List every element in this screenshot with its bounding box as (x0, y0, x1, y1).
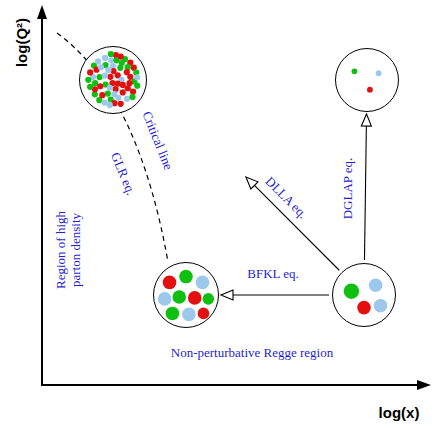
x-axis (41, 384, 420, 386)
evolution-arrow (361, 114, 371, 260)
arrow-line (364, 124, 366, 260)
parton-dot (130, 89, 136, 95)
parton-dot (129, 94, 135, 100)
parton-dot (87, 84, 93, 90)
parton-dot (98, 64, 104, 70)
parton-dot (96, 74, 102, 80)
parton-circle (335, 48, 399, 112)
parton-dot (166, 307, 180, 321)
axis-label: log(x) (379, 405, 420, 420)
parton-dot (188, 291, 202, 305)
parton-dot (95, 58, 101, 64)
parton-dot (115, 80, 121, 86)
parton-dot (119, 60, 125, 66)
region-label: Non-perturbative Regge region (171, 345, 333, 360)
parton-dot (196, 276, 210, 290)
parton-dot (126, 80, 132, 86)
parton-dot (344, 283, 360, 299)
y-axis (41, 16, 43, 386)
parton-dot (102, 73, 108, 79)
parton-dot (134, 74, 140, 80)
parton-dot (107, 85, 113, 91)
arrow-head (246, 177, 258, 189)
curve-label: GLR eq. (108, 149, 139, 196)
parton-dot (357, 301, 371, 315)
parton-dot (85, 77, 91, 83)
partons (154, 263, 218, 327)
parton-circle (153, 262, 219, 328)
parton-dot (198, 308, 210, 320)
parton-dot (99, 92, 105, 98)
arrow-line (231, 294, 329, 295)
evolution-arrow (221, 290, 329, 300)
parton-dot (92, 80, 98, 86)
y-axis-head (37, 5, 47, 19)
parton-dot (108, 51, 114, 57)
parton-dot (107, 102, 113, 108)
parton-dot (105, 90, 111, 96)
parton-dot (367, 87, 373, 93)
arrow-head (221, 290, 233, 300)
x-axis-head (417, 380, 431, 390)
parton-dot (158, 292, 172, 306)
axis-label: log(Q²) (15, 17, 30, 66)
parton-dot (97, 83, 103, 89)
parton-dot (124, 69, 130, 75)
parton-dot (134, 83, 140, 89)
parton-dot (102, 55, 108, 61)
parton-dot (120, 89, 126, 95)
parton-dot (163, 276, 177, 290)
parton-dot (111, 91, 117, 97)
parton-dot (105, 67, 111, 73)
parton-dot (107, 74, 113, 80)
partons (333, 264, 395, 326)
edge-label: DGLAP eq. (341, 157, 356, 219)
arrow-head (361, 114, 371, 126)
parton-dot (369, 279, 383, 293)
parton-dot (374, 299, 388, 313)
partons (80, 47, 146, 113)
edge-label: DLLA eq. (262, 173, 310, 221)
parton-circle (79, 46, 147, 114)
parton-circle (332, 263, 396, 327)
partons (336, 49, 398, 111)
parton-dot (118, 53, 124, 59)
parton-dot (118, 101, 124, 107)
parton-dot (179, 270, 193, 284)
curve-label: Critical line (139, 109, 176, 172)
parton-dot (172, 290, 186, 304)
parton-dot (87, 69, 93, 75)
parton-dot (376, 70, 382, 76)
parton-dot (352, 68, 358, 74)
edge-label: BFKL eq. (247, 266, 299, 281)
parton-dot (124, 96, 130, 102)
parton-dot (202, 293, 214, 305)
parton-dot (182, 308, 196, 322)
region-label: Region of high parton density (53, 200, 83, 300)
evolution-arrow (246, 177, 339, 270)
